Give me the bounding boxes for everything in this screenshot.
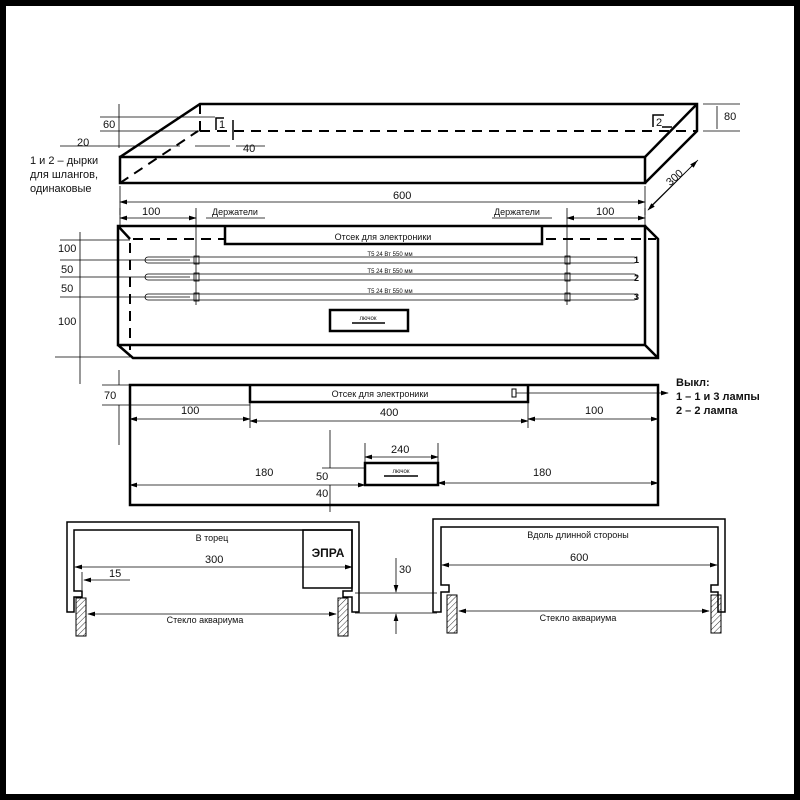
dim-80: 80 [724, 111, 736, 123]
lamp-number: 1 [634, 255, 639, 265]
glass-label-left: Стекло аквариума [167, 615, 244, 625]
lamp-label: T5 24 Вт 550 мм [367, 269, 412, 275]
dim-40: 40 [316, 488, 328, 500]
lamp-label: T5 24 Вт 550 мм [367, 289, 412, 295]
hatch-box [328, 308, 410, 333]
hatch-label: лючок [360, 316, 377, 322]
isometric-view: 1 2 60 20 40 80 300 600 1 и 2 – дырки дл… [30, 102, 740, 215]
dim-600: 600 [570, 552, 588, 564]
glass-wall [446, 594, 458, 634]
holders-label-left: Держатели [212, 207, 258, 217]
dim-300: 300 [664, 167, 686, 188]
compartment-label: Отсек для электроники [335, 232, 432, 242]
dim-400: 400 [380, 407, 398, 419]
lamp-2: T5 24 Вт 550 мм 2 [144, 269, 639, 283]
dim-50: 50 [316, 471, 328, 483]
hole-1-label: 1 [219, 119, 225, 131]
switch-option-2: 2 – 2 лампа [676, 405, 738, 417]
hole-note-line2: для шлангов, [30, 169, 98, 181]
lamp-3: T5 24 Вт 550 мм 3 [144, 289, 639, 302]
ballast-label: ЭПРА [312, 546, 345, 560]
gap-dimension: 30 [355, 558, 437, 634]
dim-600: 600 [393, 190, 411, 202]
dim-40: 40 [243, 143, 255, 155]
dim-right-100: 100 [585, 405, 603, 417]
holders-label-right: Держатели [494, 207, 540, 217]
lamp-number: 2 [634, 273, 639, 283]
dim-20: 20 [77, 137, 89, 149]
glass-wall [710, 594, 722, 634]
hole-note-line3: одинаковые [30, 183, 92, 195]
glass-label-right: Стекло аквариума [540, 613, 617, 623]
row-dim-1: 100 [58, 243, 76, 255]
dim-70: 70 [104, 390, 116, 402]
lamp-number: 3 [634, 292, 639, 302]
long-side-profile: Вдоль длинной стороны 600 Стекло аквариу… [432, 518, 726, 634]
dim-right-100: 100 [596, 206, 614, 218]
glass-wall [75, 597, 87, 637]
row-dim-4: 100 [58, 316, 76, 328]
dim-180-right: 180 [533, 467, 551, 479]
dim-left-100: 100 [181, 405, 199, 417]
switch-option-1: 1 – 1 и 3 лампы [676, 391, 760, 403]
row-dim-3: 50 [61, 283, 73, 295]
dim-240: 240 [391, 444, 409, 456]
bottom-view: Отсек для электроники Выкл: 1 – 1 и 3 ла… [102, 370, 760, 512]
dim-300: 300 [205, 554, 223, 566]
dim-30: 30 [399, 564, 411, 576]
compartment-label: Отсек для электроники [332, 389, 429, 399]
switch-icon [511, 388, 517, 398]
top-view: Отсек для электроники 100 100 Держатели … [55, 206, 660, 384]
lamp-1: T5 24 Вт 550 мм 1 [144, 252, 639, 265]
dim-180-left: 180 [255, 467, 273, 479]
dim-15: 15 [109, 568, 121, 580]
row-dim-2: 50 [61, 264, 73, 276]
glass-wall [337, 597, 349, 637]
dim-left-100: 100 [142, 206, 160, 218]
hatch-label: лючок [393, 469, 410, 475]
long-profile-title: Вдоль длинной стороны [527, 530, 628, 540]
hole-2-label: 2 [656, 117, 662, 129]
switch-title: Выкл: [676, 377, 710, 389]
end-profile-title: В торец [196, 533, 229, 543]
end-profile: ЭПРА В торец 300 15 Стекло аквариума [66, 521, 360, 637]
dim-60: 60 [103, 119, 115, 131]
hatch-box [363, 461, 440, 487]
lamp-label: T5 24 Вт 550 мм [367, 252, 412, 258]
hole-note-line1: 1 и 2 – дырки [30, 155, 98, 167]
